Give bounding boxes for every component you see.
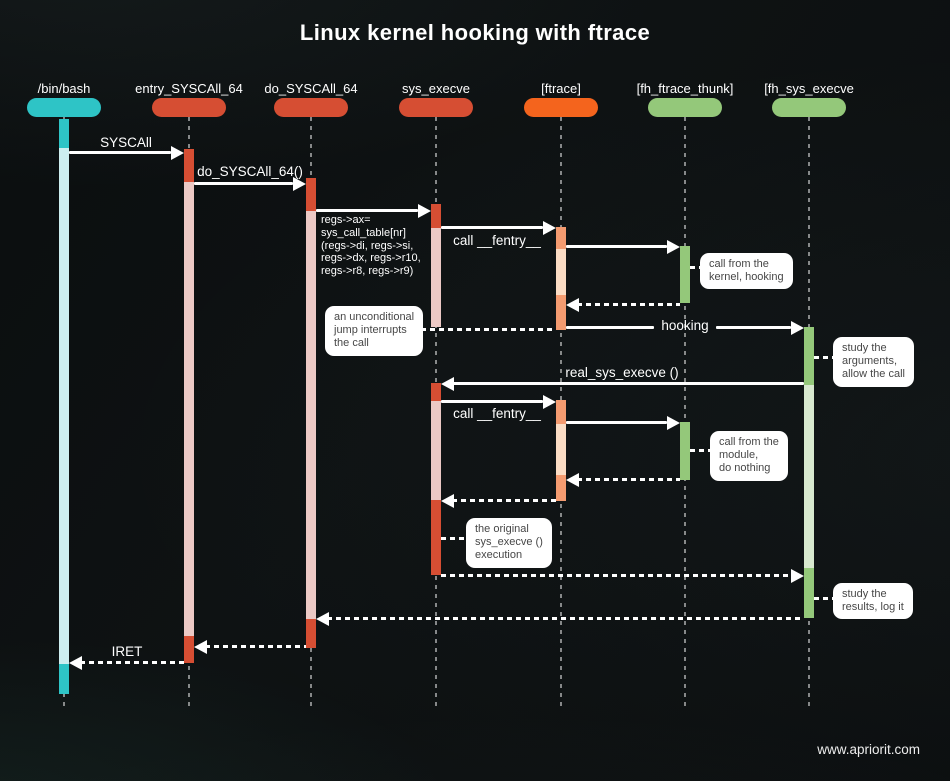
activation-thunk-phase2 bbox=[680, 422, 690, 480]
label-do-syscall: do_SYSCAll_64() bbox=[197, 164, 303, 179]
activation-sys-phase2-active-top bbox=[431, 383, 441, 401]
arrowhead-hooking bbox=[791, 321, 804, 335]
connector-kernel-hooking bbox=[690, 266, 700, 269]
activation-ftrace-phase1-active-bottom bbox=[556, 295, 566, 330]
return-thunk-to-ftrace-1 bbox=[577, 303, 680, 306]
activation-do-waiting bbox=[306, 211, 316, 619]
arrow-regs-call bbox=[316, 209, 418, 212]
arrowhead-return-fhsys bbox=[316, 612, 329, 626]
return-fhsys-to-do bbox=[327, 617, 804, 620]
arrowhead-regs-call bbox=[418, 204, 431, 218]
website-link: www.apriorit.com bbox=[817, 742, 920, 757]
arrowhead-return-ftrace bbox=[441, 494, 454, 508]
return-thunk-to-ftrace-2 bbox=[577, 478, 680, 481]
activation-sys-phase1-active bbox=[431, 204, 441, 228]
activation-entry-active-top bbox=[184, 149, 194, 182]
note-study-results: study the results, log it bbox=[833, 583, 913, 620]
actor-pill-sys bbox=[399, 98, 473, 117]
label-syscall: SYSCAll bbox=[100, 135, 152, 150]
return-iret bbox=[80, 661, 184, 664]
connector-unconditional-jump bbox=[421, 328, 556, 331]
arrowhead-thunk-call-2 bbox=[667, 416, 680, 430]
arrow-do-syscall bbox=[194, 182, 293, 185]
actor-pill-thunk bbox=[648, 98, 722, 117]
arrow-hooking-left-segment bbox=[566, 326, 654, 329]
activation-do-active-top bbox=[306, 178, 316, 211]
arrowhead-return-thunk-1 bbox=[566, 298, 579, 312]
activation-ftrace-phase2-active-bottom bbox=[556, 475, 566, 501]
connector-study-arguments bbox=[814, 356, 833, 359]
lifeline-label-entry: entry_SYSCAll_64 bbox=[135, 81, 243, 96]
arrow-thunk-call-2 bbox=[566, 421, 667, 424]
note-module-nothing: call from the module, do nothing bbox=[710, 431, 788, 481]
label-regs: regs->ax= sys_call_table[nr] (regs->di, … bbox=[321, 214, 421, 277]
note-study-arguments: study the arguments, allow the call bbox=[833, 337, 914, 387]
activation-entry-waiting bbox=[184, 182, 194, 636]
actor-pill-entry bbox=[152, 98, 226, 117]
note-unconditional-jump: an unconditional jump interrupts the cal… bbox=[325, 306, 424, 356]
arrowhead-real-sys-execve bbox=[441, 377, 454, 391]
actor-pill-do bbox=[274, 98, 348, 117]
activation-fhsys-active-top bbox=[804, 327, 814, 385]
arrow-call-fentry-2 bbox=[441, 400, 543, 403]
label-call-fentry-1: call __fentry__ bbox=[453, 233, 541, 248]
arrow-real-sys-execve bbox=[452, 382, 804, 385]
lifeline-label-ftrace: [ftrace] bbox=[541, 81, 581, 96]
actor-pill-fhsys bbox=[772, 98, 846, 117]
page-title: Linux kernel hooking with ftrace bbox=[299, 20, 651, 45]
activation-thunk-phase1 bbox=[680, 246, 690, 303]
arrowhead-return-thunk-2 bbox=[566, 473, 579, 487]
arrowhead-call-fentry-1 bbox=[543, 221, 556, 235]
activation-entry-active-bottom bbox=[184, 636, 194, 663]
arrow-hooking-right-segment bbox=[716, 326, 791, 329]
activation-do-active-bottom bbox=[306, 619, 316, 648]
arrowhead-do-syscall bbox=[293, 177, 306, 191]
actor-pill-ftrace bbox=[524, 98, 598, 117]
label-real-sys-execve: real_sys_execve () bbox=[565, 365, 679, 380]
label-call-fentry-2: call __fentry__ bbox=[453, 406, 541, 421]
note-original-execution: the original sys_execve () execution bbox=[466, 518, 552, 568]
activation-fhsys-waiting bbox=[804, 385, 814, 568]
return-sys-to-fhsys bbox=[441, 574, 791, 577]
actor-pill-bash bbox=[27, 98, 101, 117]
arrowhead-return-do bbox=[194, 640, 207, 654]
arrow-syscall bbox=[69, 151, 171, 154]
lifeline-label-bash: /bin/bash bbox=[37, 81, 91, 96]
arrowhead-syscall bbox=[171, 146, 184, 160]
connector-study-results bbox=[814, 597, 833, 600]
activation-bash-active-top bbox=[59, 119, 69, 148]
lifeline-label-fhsys: [fh_sys_execve bbox=[764, 81, 854, 96]
activation-fhsys-active-bottom bbox=[804, 568, 814, 618]
activation-sys-phase2-waiting bbox=[431, 401, 441, 500]
return-do-to-entry bbox=[205, 645, 306, 648]
label-iret: IRET bbox=[111, 644, 143, 659]
label-hooking: hooking bbox=[661, 318, 709, 333]
lifeline-label-sys: sys_execve bbox=[402, 81, 470, 96]
activation-bash-active-bottom bbox=[59, 664, 69, 694]
activation-ftrace-phase1-waiting bbox=[556, 249, 566, 295]
activation-bash-waiting bbox=[59, 148, 69, 664]
lifeline-label-thunk: [fh_ftrace_thunk] bbox=[636, 81, 734, 96]
lifeline-thunk bbox=[684, 117, 686, 709]
connector-original-execution bbox=[441, 537, 466, 540]
arrowhead-return-iret bbox=[69, 656, 82, 670]
return-ftrace-to-sys bbox=[452, 499, 556, 502]
arrow-thunk-call-1 bbox=[566, 245, 667, 248]
activation-ftrace-phase2-active-top bbox=[556, 400, 566, 424]
activation-sys-phase2-active-bottom bbox=[431, 500, 441, 575]
activation-ftrace-phase1-active-top bbox=[556, 227, 566, 249]
activation-ftrace-phase2-waiting bbox=[556, 424, 566, 475]
arrowhead-call-fentry-2 bbox=[543, 395, 556, 409]
arrow-call-fentry-1 bbox=[441, 226, 543, 229]
connector-module-nothing bbox=[690, 449, 710, 452]
arrowhead-thunk-call-1 bbox=[667, 240, 680, 254]
lifeline-label-do: do_SYSCAll_64 bbox=[264, 81, 358, 96]
activation-sys-phase1-waiting bbox=[431, 228, 441, 327]
arrowhead-return-sys-to-fhsys bbox=[791, 569, 804, 583]
note-kernel-hooking: call from the kernel, hooking bbox=[700, 253, 793, 290]
